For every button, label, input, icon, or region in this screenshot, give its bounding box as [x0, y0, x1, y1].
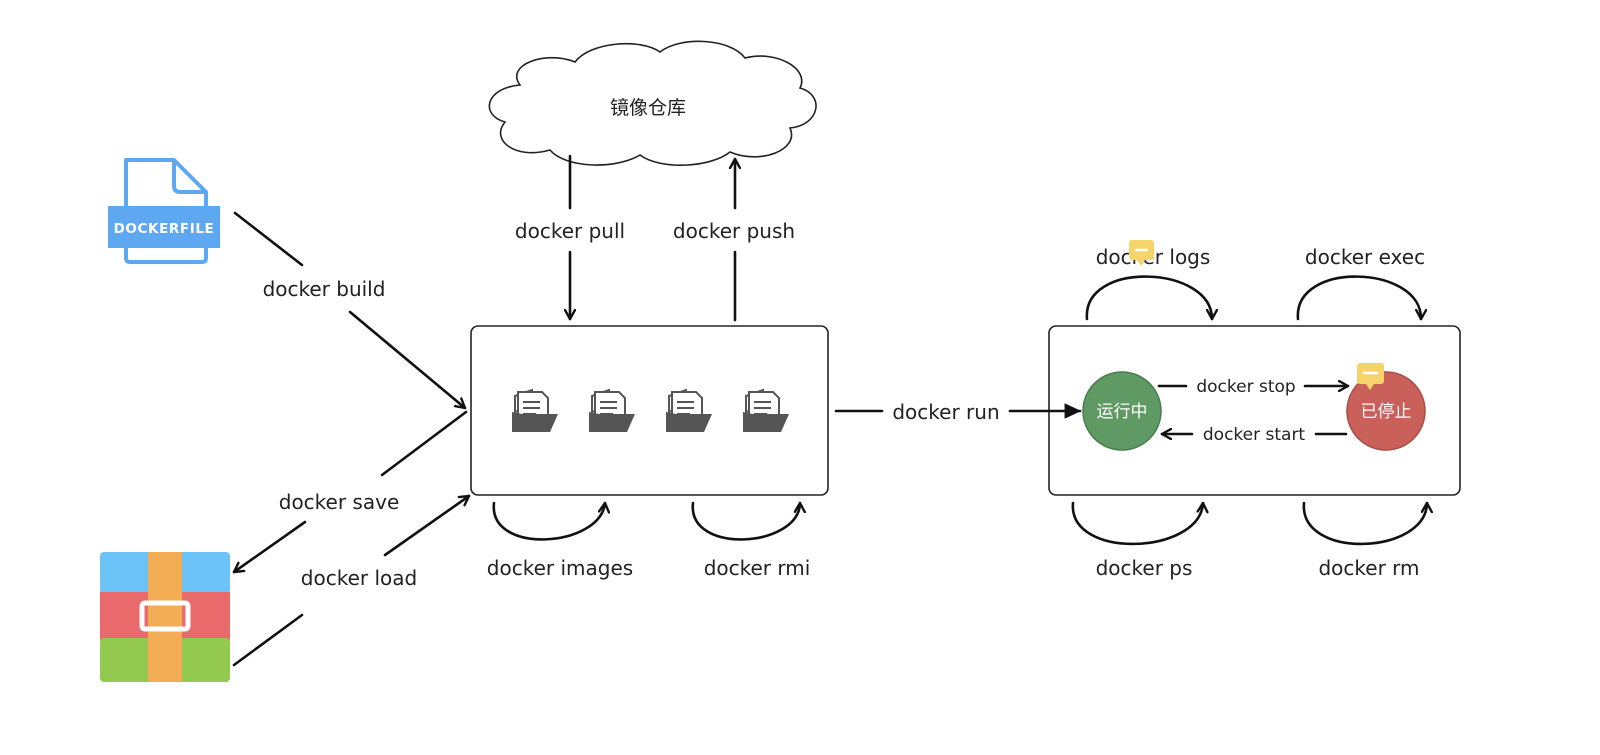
- archive-icon: [100, 552, 230, 682]
- dockerfile-icon: DOCKERFILE: [108, 158, 220, 264]
- docker-save-label: docker save: [279, 490, 400, 514]
- docker-run-label: docker run: [892, 400, 999, 424]
- running-state-node: 运行中: [1082, 371, 1162, 451]
- logs-loop-arrow: [1085, 275, 1212, 321]
- docker-load-label: docker load: [301, 566, 417, 590]
- docker-start-label: docker start: [1203, 425, 1306, 445]
- docker-exec-label: docker exec: [1305, 245, 1425, 269]
- image-folder-icon: [743, 388, 789, 432]
- docker-ps-label: docker ps: [1096, 556, 1193, 580]
- docker-stop-label: docker stop: [1196, 377, 1295, 397]
- exec-loop-arrow: [1296, 275, 1421, 321]
- save-arrow: [380, 410, 468, 477]
- image-folder-icon: [666, 388, 712, 432]
- image-folder-icon: [512, 388, 558, 432]
- dockerfile-page-fold: [172, 160, 206, 194]
- docker-rmi-label: docker rmi: [704, 556, 811, 580]
- docker-pull-label: docker pull: [515, 219, 625, 243]
- docker-push-label: docker push: [673, 219, 795, 243]
- build-arrow: [233, 211, 304, 267]
- dockerfile-badge: [108, 206, 220, 248]
- image-folder-icon: [589, 388, 635, 432]
- cloud-shape: [488, 40, 817, 166]
- dockerfile-label: DOCKERFILE: [114, 221, 215, 237]
- ps-loop-arrow: [1071, 501, 1203, 546]
- archive-buckle: [139, 600, 191, 632]
- images-loop-arrow: [492, 501, 605, 541]
- save-arrow: [232, 520, 307, 574]
- stopped-state-label: 已停止: [1361, 402, 1412, 422]
- docker-rm-label: docker rm: [1318, 556, 1419, 580]
- docker-images-label: docker images: [487, 556, 633, 580]
- running-state-label: 运行中: [1097, 402, 1148, 422]
- rm-loop-arrow: [1302, 501, 1427, 546]
- load-arrow: [232, 613, 304, 667]
- stopped-state-node: 已停止: [1346, 371, 1426, 451]
- image-registry-cloud: 镜像仓库: [488, 40, 817, 166]
- archive-strap: [148, 552, 182, 682]
- build-arrow: [348, 310, 467, 410]
- rmi-loop-arrow: [691, 501, 800, 541]
- load-arrow: [383, 494, 471, 557]
- images-box: [470, 325, 829, 496]
- comment-note-icon[interactable]: [1129, 240, 1154, 266]
- image-icons: [512, 388, 789, 432]
- comment-note-icon[interactable]: [1357, 363, 1384, 390]
- docker-build-label: docker build: [263, 277, 386, 301]
- cloud-label: 镜像仓库: [610, 97, 686, 119]
